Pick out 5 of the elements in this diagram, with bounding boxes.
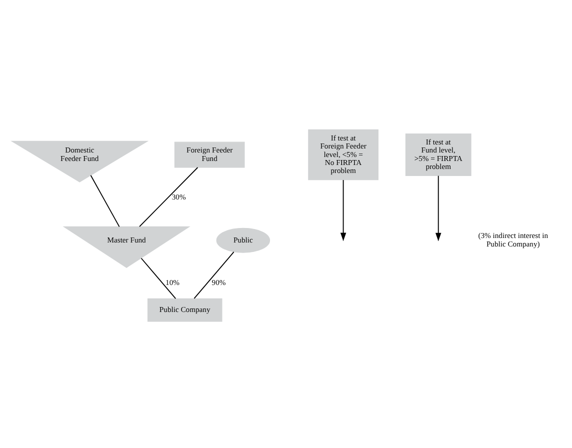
arrow — [340, 179, 346, 241]
connector — [194, 251, 234, 298]
connector — [140, 257, 176, 299]
connector — [139, 166, 198, 227]
connector — [90, 174, 120, 227]
